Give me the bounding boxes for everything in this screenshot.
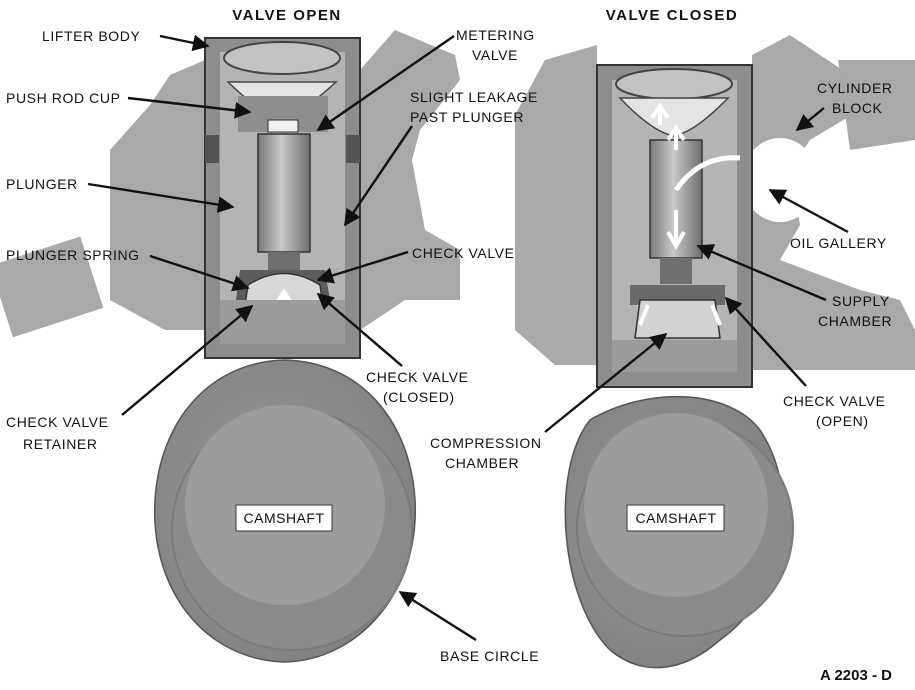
plunger-label: PLUNGER [6, 176, 78, 192]
check-valve-closed-leader [316, 292, 403, 367]
figure-code: A 2203 - D [820, 667, 892, 684]
supply-chamber-label-line1: SUPPLY [832, 293, 890, 309]
plunger-spring-leader [149, 254, 250, 292]
valve-open-title: VALVE OPEN [232, 7, 341, 24]
right-compression-chamber [634, 299, 721, 339]
lifter-body-leader [159, 34, 210, 52]
cylinder-block-label-line1: CYLINDER [817, 80, 893, 96]
supply-chamber-leader [696, 244, 827, 302]
check-valve-open-leader [724, 296, 807, 387]
oil-gallery-label: OIL GALLERY [790, 235, 887, 251]
right-camshaft-label: CAMSHAFT [636, 510, 717, 526]
cylinder-block-leader [795, 107, 825, 132]
check-valve-leader [316, 250, 409, 284]
right-camshaft: CAMSHAFT [564, 395, 794, 669]
compression-chamber-leader [544, 332, 668, 433]
base-circle-label: BASE CIRCLE [440, 648, 539, 664]
right-camshaft-label-box [626, 504, 725, 532]
slight-leakage-label-line1: SLIGHT LEAKAGE [410, 89, 538, 105]
base-circle-leader [398, 590, 477, 642]
metering-valve-label-line1: METERING [456, 27, 535, 43]
push-rod-cup-leader [127, 96, 252, 119]
check-valve-label: CHECK VALVE [412, 245, 515, 261]
compression-chamber-label-line1: COMPRESSION [430, 435, 542, 451]
metering-valve-label-line2: VALVE [472, 47, 518, 63]
right-push-rod-cup [615, 68, 733, 100]
compression-chamber-label-line2: CHAMBER [445, 455, 519, 471]
check-valve-closed-label-line1: CHECK VALVE [366, 369, 469, 385]
plunger-leader [87, 182, 235, 213]
left-cylinder-block [0, 30, 460, 338]
left-camshaft-label-box [235, 504, 333, 532]
plunger-spring-label: PLUNGER SPRING [6, 247, 140, 263]
check-valve-open-label-line2: (OPEN) [816, 413, 869, 429]
check-valve-open-label-line1: CHECK VALVE [783, 393, 886, 409]
left-push-rod-cup [223, 41, 341, 75]
left-metering-valve [267, 119, 299, 133]
check-valve-closed-label-line2: (CLOSED) [383, 389, 455, 405]
oil-gallery-leader [768, 188, 849, 234]
slight-leakage-label-line2: PAST PLUNGER [410, 109, 524, 125]
left-camshaft-label: CAMSHAFT [244, 510, 325, 526]
slight-leakage-leader [344, 125, 413, 227]
lifter-body-label: LIFTER BODY [42, 28, 140, 44]
cylinder-block-label-line2: BLOCK [832, 100, 883, 116]
supply-chamber-label-line2: CHAMBER [818, 313, 892, 329]
right-lifter [596, 64, 753, 388]
valve-closed-title: VALVE CLOSED [606, 7, 738, 24]
left-camshaft: CAMSHAFT [153, 359, 416, 663]
check-valve-retainer-leader [121, 304, 254, 416]
push-rod-cup-label: PUSH ROD CUP [6, 90, 121, 106]
check-valve-retainer-label-line2: RETAINER [23, 436, 98, 452]
metering-valve-leader [316, 35, 455, 131]
left-plunger [257, 133, 311, 253]
check-valve-retainer-label-line1: CHECK VALVE [6, 414, 109, 430]
